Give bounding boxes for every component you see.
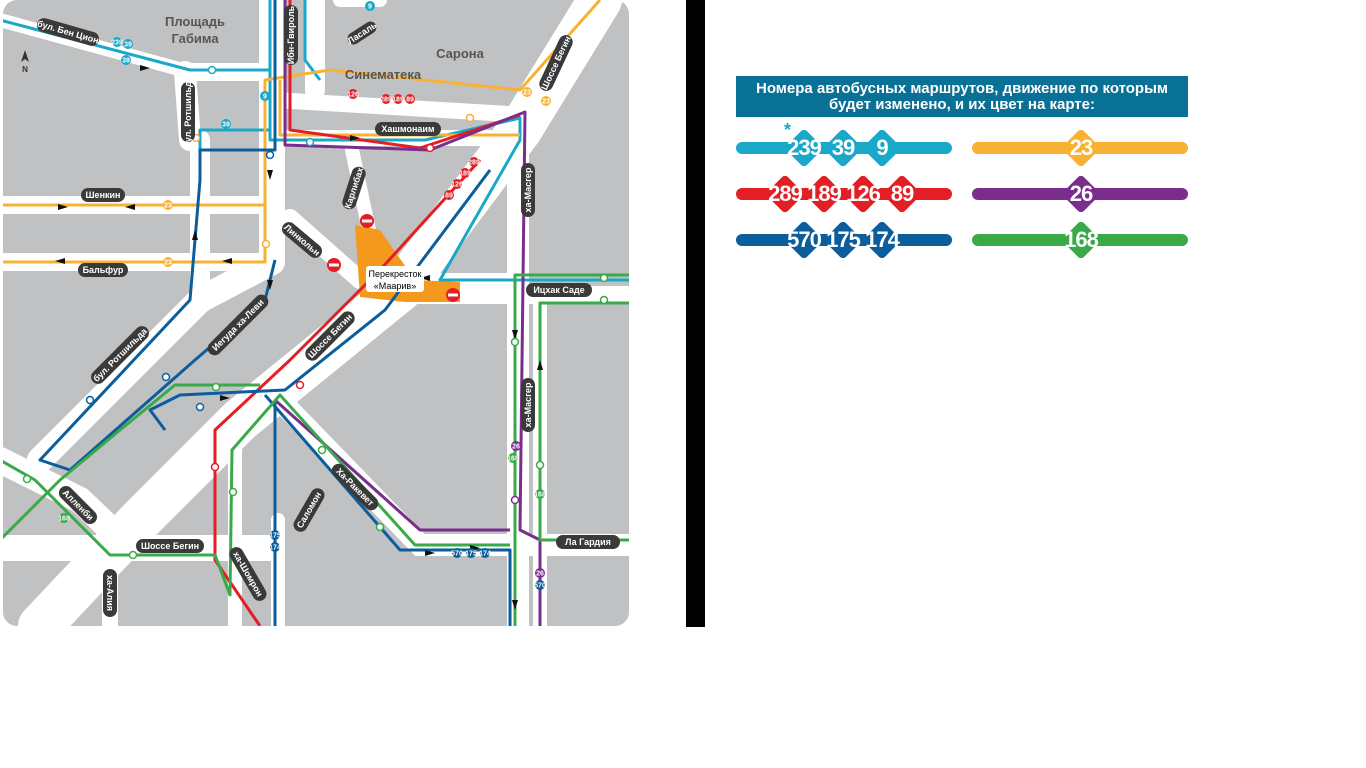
legend-route-bar: 239 39 9 * [736,120,952,168]
junction-line1: Перекресток [369,269,422,279]
route-badge-126: 126 [843,174,883,214]
badge-number: 289 [768,181,803,206]
route-badge-168: 168 [1061,220,1101,260]
tag-23d: 23 [164,260,172,267]
tag-23b: 23 [542,99,550,106]
street-balfour: Бальфур [83,265,124,275]
tag-175: 175 [465,551,477,558]
route-badge-23: 23 [1061,128,1101,168]
north-arrow-icon: N [21,50,29,74]
street-la-guardia: Ла Гардия [565,537,611,547]
route-tags: 239 39 39 39 9 9 23 23 23 23 126 289 189… [58,1,551,590]
tag-168: 168 [507,456,519,463]
tag-39: 39 [124,42,132,49]
tag-39c: 39 [222,122,230,129]
route-badge-570: 570 [784,220,824,260]
tag-174: 174 [479,551,491,558]
tag-168b: 168 [534,492,546,499]
panel-divider [686,0,705,627]
tag-23: 23 [523,90,531,97]
bus-stops [22,65,609,560]
street-hamasger-bottom: ха-Масгер [523,382,533,427]
legend-title: Номера автобусных маршрутов, движение по… [736,76,1188,117]
street-shenkin: Шенкин [86,190,121,200]
tag-26: 26 [512,444,520,451]
street-ibn-gabirol: Ибн-Гвироль [286,5,296,64]
badge-number: 239 [787,135,822,160]
legend-route-bar: 168 [972,220,1188,260]
tag-189: 189 [392,97,404,104]
route-badge-9: 9 [862,128,902,168]
tag-570: 570 [451,551,463,558]
tag-570b: 570 [534,583,546,590]
route-badge-89: 89 [882,174,922,214]
badge-number: 89 [890,181,914,206]
legend-asterisk: * [784,120,792,140]
tag-168c: 168 [58,516,70,523]
badge-number: 9 [876,135,888,160]
route-badge-26: 26 [1061,174,1101,214]
tag-26b: 26 [536,571,544,578]
street-ha-aliya: ха-Алия [105,575,115,611]
tag-289b: 289 [468,160,480,167]
street-yitzhak-sade: Ицхак Саде [533,285,584,295]
street-hashmonaim: Хашмонаим [381,124,435,134]
route-badge-289: 289 [765,174,805,214]
badge-number: 126 [846,181,881,206]
tag-9: 9 [263,94,267,101]
tag-126b: 126 [451,182,463,189]
legend-route-bar: 26 [972,174,1188,214]
tag-126: 126 [347,92,359,99]
tag-189b: 189 [459,171,471,178]
tag-175b: 175 [269,533,281,540]
street-rothschild-top: бул. Ротшильда [183,75,193,148]
street-begin-bottom: Шоссе Бегин [141,541,199,551]
tag-239: 239 [111,40,123,47]
badge-number: 175 [826,227,861,252]
tag-39b: 39 [122,58,130,65]
badge-number: 26 [1069,181,1093,206]
route-badge-175: 175 [823,220,863,260]
badge-number: 570 [787,227,822,252]
street-hamasger-top: ха-Масгер [523,167,533,212]
area-cinematheque: Синематека [345,67,422,82]
tag-89: 89 [406,97,414,104]
tag-174b: 174 [269,545,281,552]
area-sarona: Сарона [436,46,485,61]
badge-number: 174 [865,227,900,252]
no-entry-icon [327,214,460,302]
tag-9b: 9 [368,4,372,11]
tag-23c: 23 [164,203,172,210]
route-badge-39: 39 [823,128,863,168]
badge-number: 189 [807,181,842,206]
route-badge-239: 239 [784,128,824,168]
route-badge-174: 174 [862,220,902,260]
badge-number: 39 [831,135,855,160]
badge-number: 23 [1069,135,1093,160]
area-habima-line2: Габима [171,31,219,46]
direction-arrows [55,65,543,610]
svg-text:N: N [22,65,28,74]
junction-line2: «Маарив» [374,281,416,291]
tag-289: 289 [380,97,392,104]
route-badge-189: 189 [804,174,844,214]
legend-route-bar: 23 [972,128,1188,168]
route-legend: Номера автобусных маршрутов, движение по… [736,76,1188,267]
tag-89b: 89 [445,193,453,200]
junction-label: Перекресток «Маарив» [366,266,424,292]
area-habima-line1: Площадь [165,14,225,29]
badge-number: 168 [1064,227,1099,252]
bus-route-map: бул. Бен Цион бул. Ротшильда Ибн-Гвироль… [3,0,629,626]
